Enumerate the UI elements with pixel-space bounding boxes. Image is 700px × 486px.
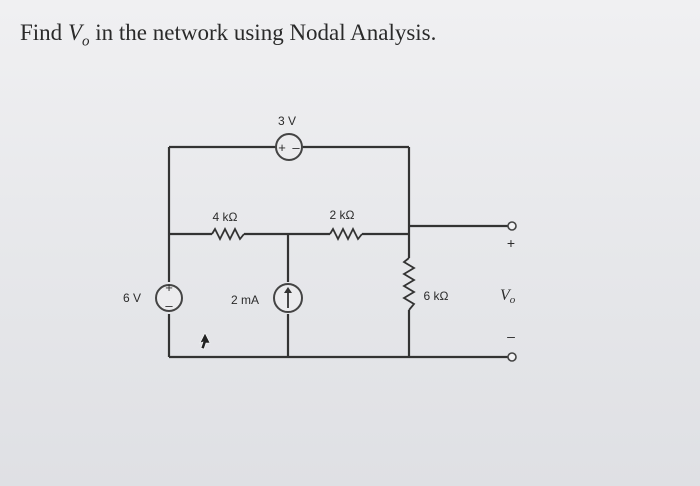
source-3v-minus: – [292, 140, 300, 155]
output-terminal-top [507, 221, 517, 231]
resistor-4k-label: 4 kΩ [213, 210, 238, 224]
resistor-6k-label: 6 kΩ [424, 289, 449, 303]
source-6v [155, 284, 183, 312]
source-6v-plus: + [165, 280, 173, 295]
question-suffix: in the network using Nodal Analysis. [89, 20, 437, 45]
output-terminal-bottom [507, 352, 517, 362]
cursor-icon [199, 332, 211, 350]
source-3v-label: 3 V [278, 114, 296, 128]
question-var: Vo [67, 20, 90, 50]
current-source-label: 2 mA [231, 293, 259, 307]
source-6v-label: 6 V [123, 291, 141, 305]
question-prefix: Find [20, 20, 68, 45]
current-arrowhead-icon [284, 287, 292, 293]
source-6v-minus: – [165, 298, 173, 313]
resistor-6k [402, 257, 416, 311]
resistor-2k [329, 226, 363, 242]
vo-plus: + [507, 235, 515, 251]
source-3v-plus: + [278, 140, 286, 155]
source-3v [275, 133, 303, 161]
resistor-2k-label: 2 kΩ [330, 208, 355, 222]
vo-label: Vo [500, 287, 516, 306]
resistor-4k [211, 226, 245, 242]
vo-minus: – [507, 328, 515, 344]
question-text: Find Vo in the network using Nodal Analy… [20, 20, 436, 51]
